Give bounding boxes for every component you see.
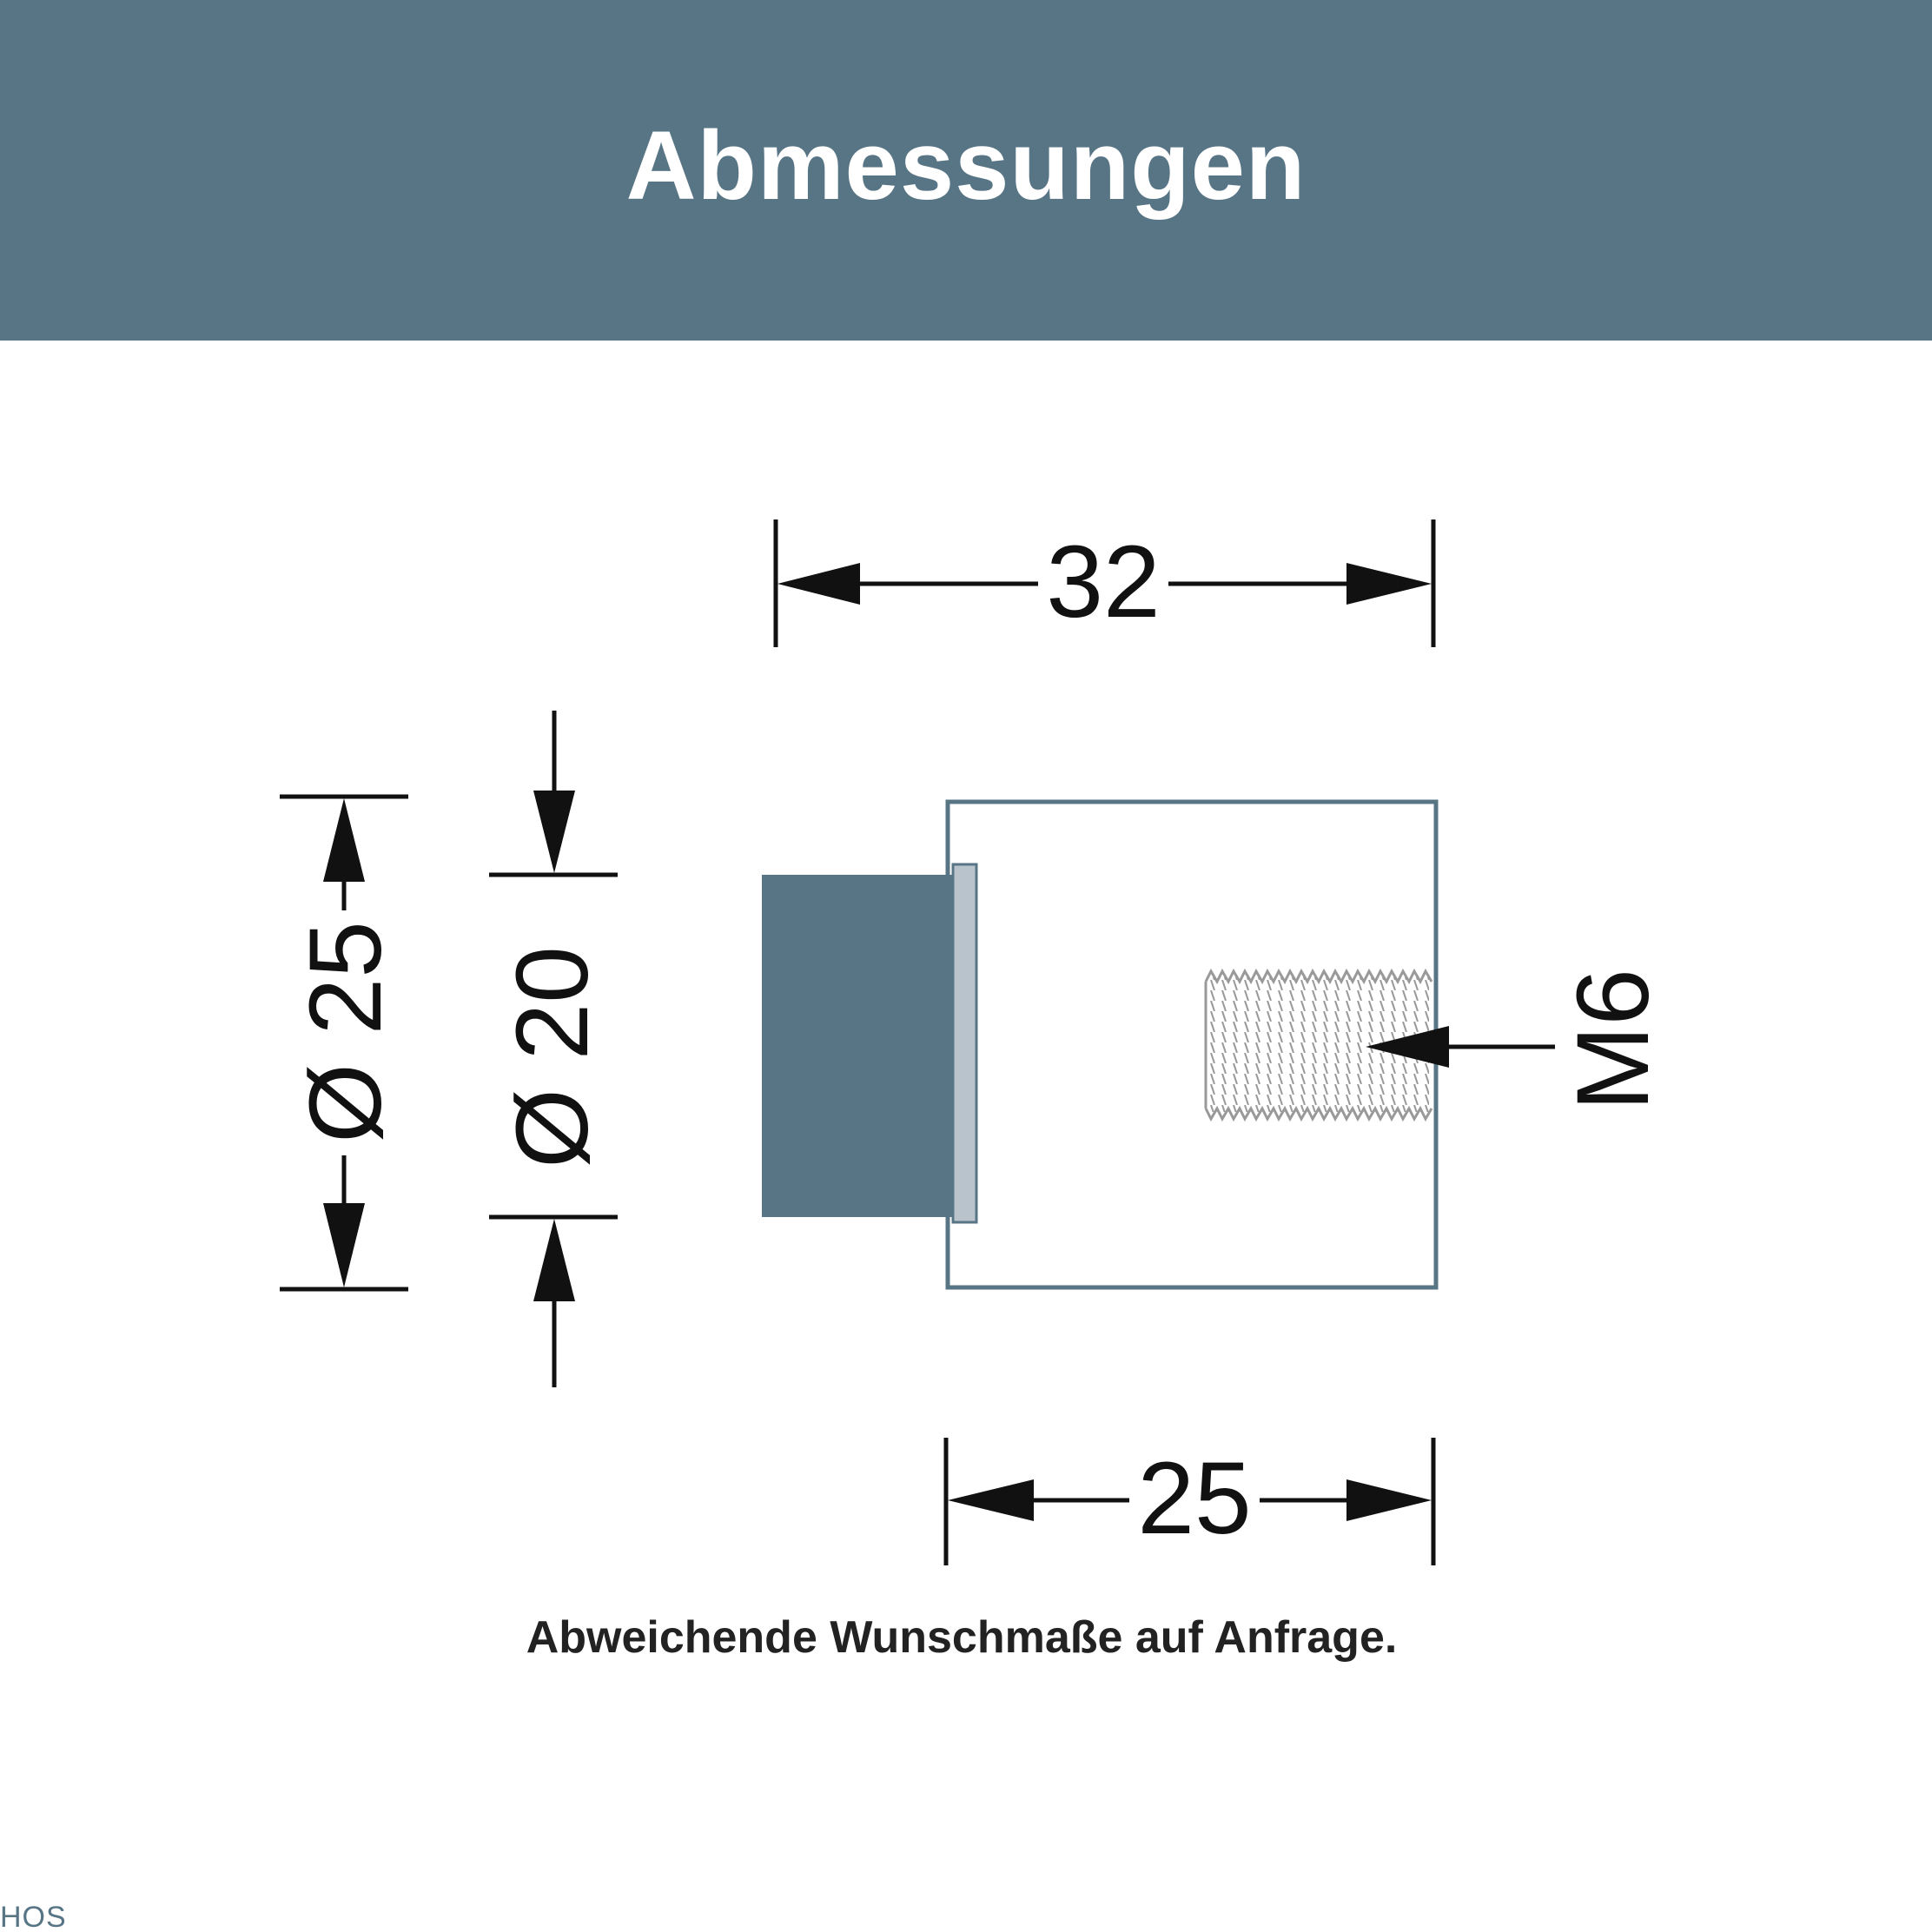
- dimension-inner-diameter: Ø 20: [489, 711, 618, 1387]
- dimension-total-length: 32: [773, 519, 1436, 647]
- custom-size-note: Abweichende Wunschmaße auf Anfrage.: [526, 1612, 1398, 1663]
- thread-leader: M6: [1366, 969, 1671, 1111]
- dim-label-inner-diameter: Ø 20: [495, 946, 610, 1168]
- dim-label-32: 32: [1046, 525, 1160, 639]
- dim-label-25: 25: [1137, 1441, 1251, 1556]
- dim-label-outer-diameter: Ø 25: [288, 921, 403, 1143]
- part-cap: [762, 875, 953, 1217]
- page-title: Abmessungen: [625, 110, 1307, 220]
- header-banner: Abmessungen: [0, 0, 1932, 341]
- dim-label-thread: M6: [1556, 969, 1671, 1111]
- brand-logo: HOS: [0, 1901, 67, 1932]
- part-cap-flange: [951, 863, 978, 1224]
- dimension-outer-diameter: Ø 25: [280, 794, 408, 1292]
- dimension-body-length: 25: [943, 1438, 1436, 1565]
